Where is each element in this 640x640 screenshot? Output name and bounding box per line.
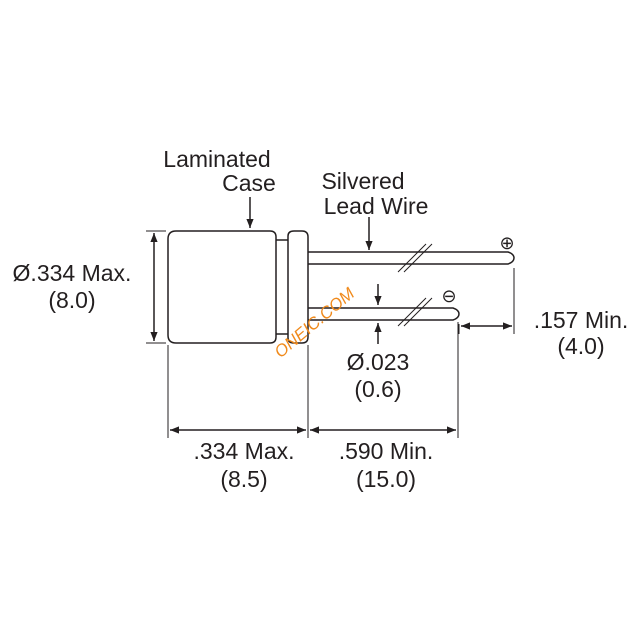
laminated-case-label-line1: Laminated — [163, 146, 270, 172]
case-diameter-metric-label: (8.0) — [48, 287, 95, 313]
lead-spacing-label: .157 Min. — [534, 307, 629, 333]
length-dimensions — [167, 322, 459, 438]
lead-diameter-label: Ø.023 — [347, 349, 410, 375]
positive-polarity-icon: ⊕ — [499, 233, 514, 253]
silvered-lead-label-line2: Lead Wire — [324, 193, 429, 219]
lead-spacing-metric-label: (4.0) — [557, 333, 604, 359]
lead-wires — [308, 243, 515, 327]
case-length-label: .334 Max. — [194, 438, 295, 464]
lead-diameter-metric-label: (0.6) — [354, 376, 401, 402]
case-diameter-dimension — [146, 230, 166, 344]
negative-polarity-icon: ⊖ — [441, 286, 456, 306]
silvered-lead-label-line1: Silvered — [321, 168, 404, 194]
lead-length-label: .590 Min. — [339, 438, 434, 464]
laminated-case-label-line2: Case — [222, 170, 276, 196]
case-diameter-label: Ø.334 Max. — [13, 260, 132, 286]
case-length-metric-label: (8.5) — [220, 466, 267, 492]
capacitor-body — [167, 230, 309, 344]
lead-length-metric-label: (15.0) — [356, 466, 416, 492]
lead-spacing-dimension — [458, 268, 515, 334]
watermark: ONEIC.COM — [271, 283, 359, 361]
